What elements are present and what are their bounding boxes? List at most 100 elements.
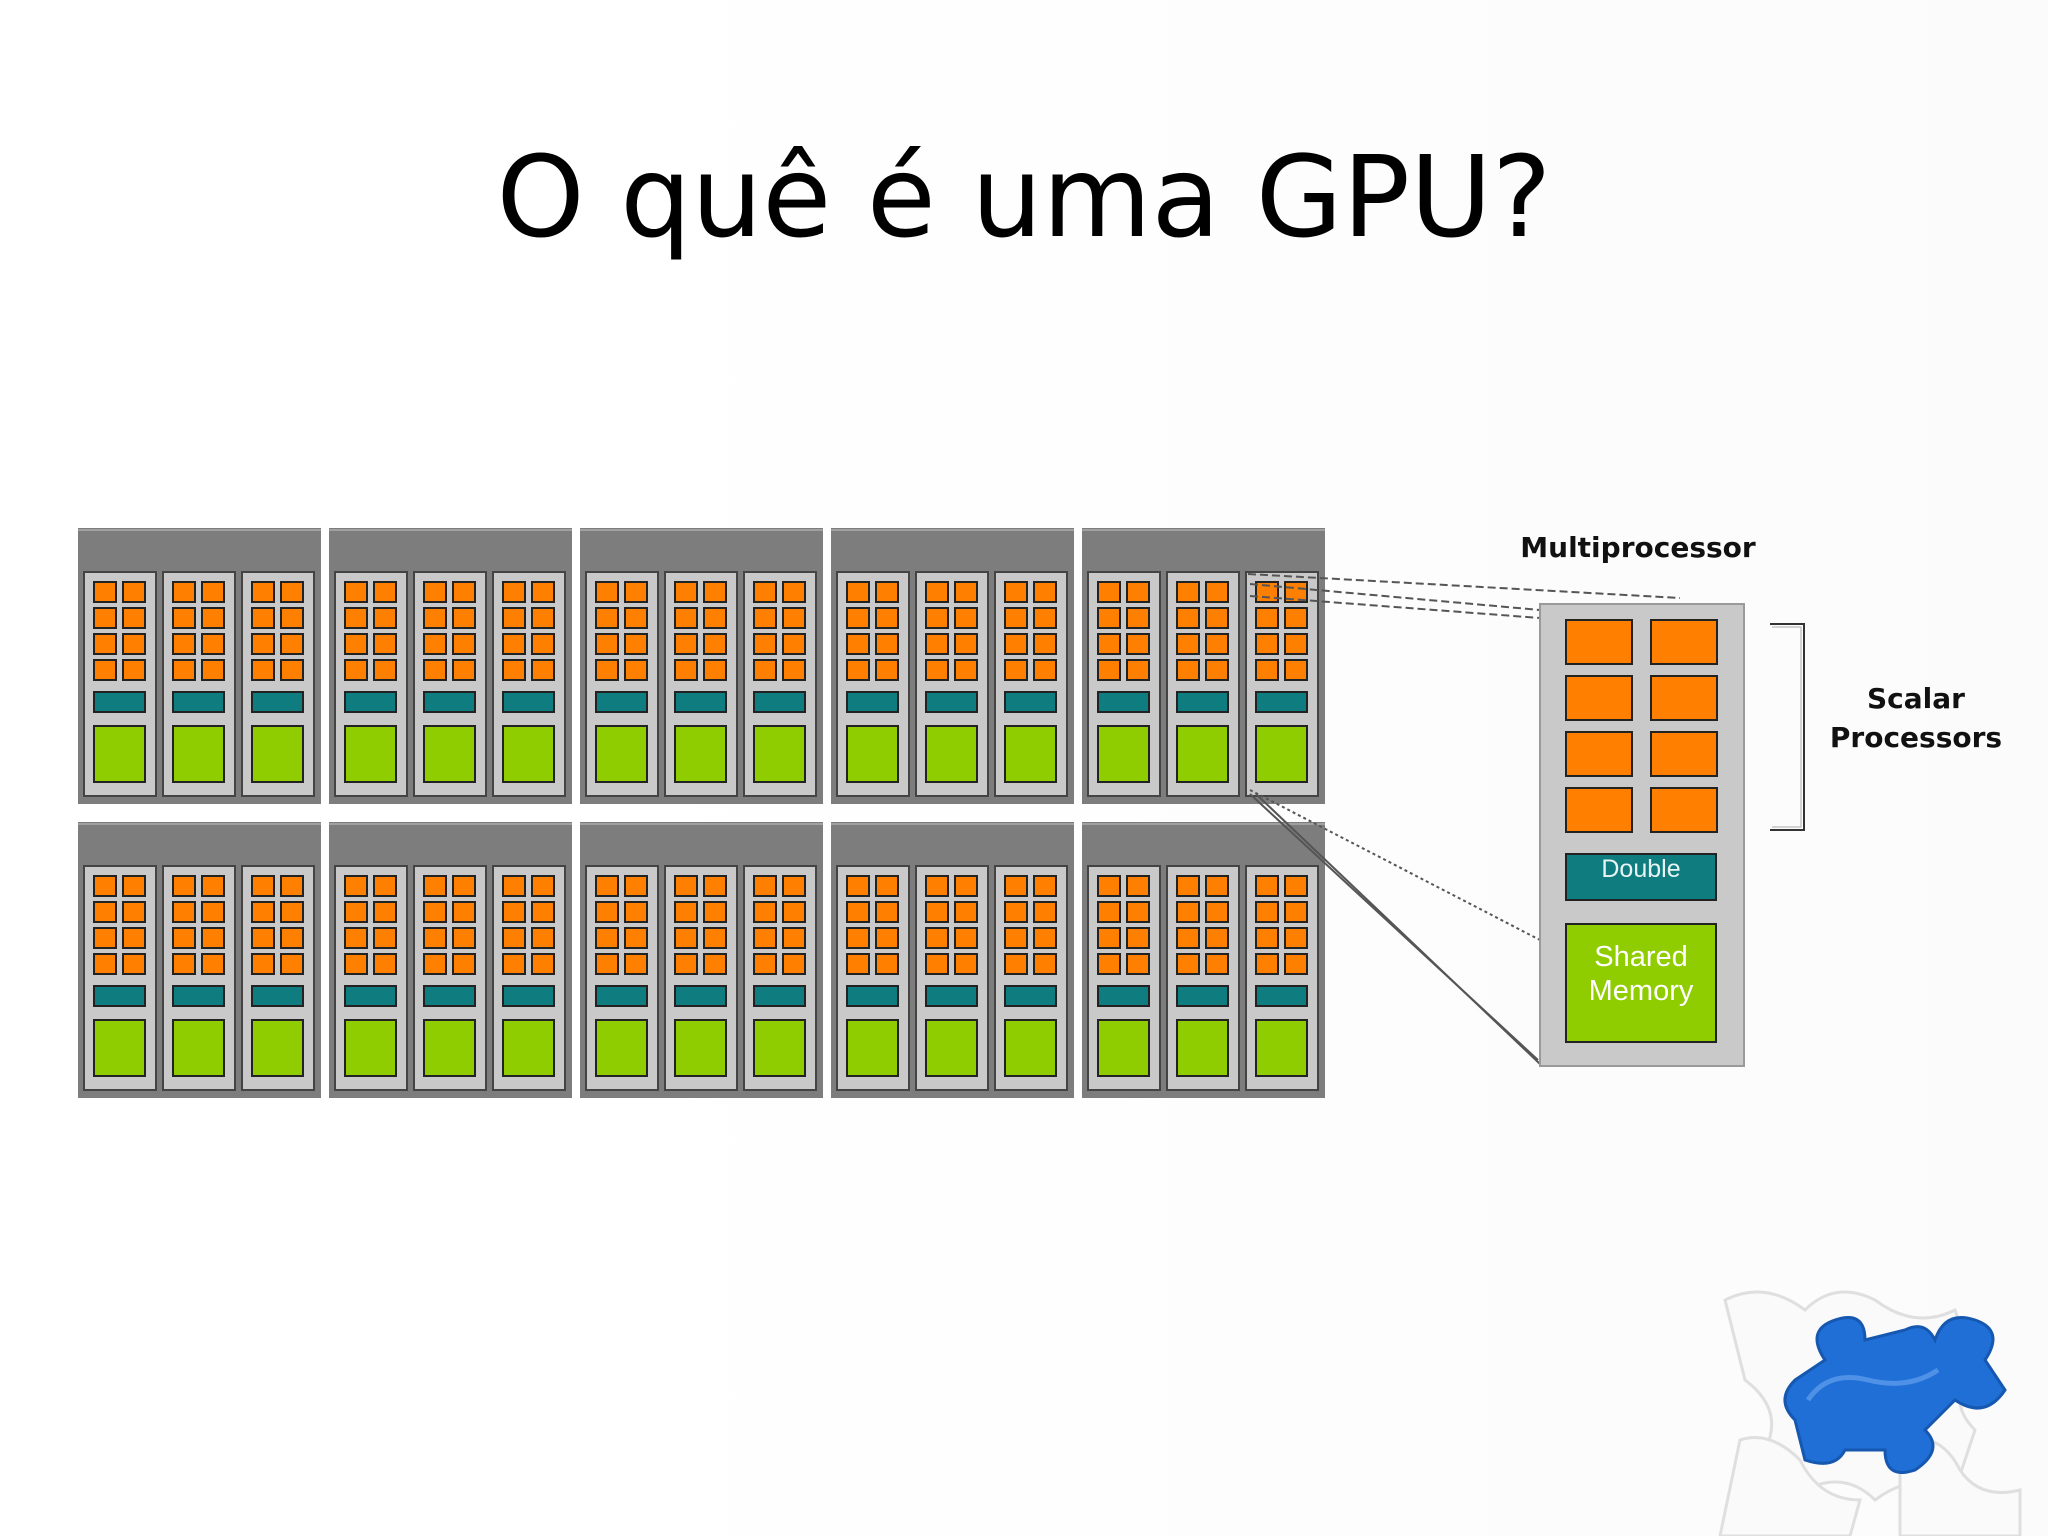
scalar-processor	[1033, 633, 1057, 655]
scalar-processor	[172, 633, 196, 655]
scalar-processor	[251, 581, 275, 603]
scalar-processor	[172, 953, 196, 975]
scalar-processor	[1255, 581, 1279, 603]
shared-memory	[502, 725, 555, 783]
scalar-processor	[201, 607, 225, 629]
scalar-processor	[280, 875, 304, 897]
shared-memory	[251, 725, 304, 783]
scalar-processor	[423, 581, 447, 603]
scalar-processor	[595, 659, 619, 681]
multiprocessor-grid	[78, 528, 1325, 1098]
scalar-processor	[502, 607, 526, 629]
scalar-bracket	[1770, 623, 1805, 831]
scalar-processor	[172, 581, 196, 603]
double-unit	[674, 691, 727, 713]
multiprocessor	[83, 865, 157, 1091]
scalar-processor	[344, 659, 368, 681]
scalar-processor	[1126, 659, 1150, 681]
scalar-processor	[624, 633, 648, 655]
double-unit	[423, 985, 476, 1007]
double-unit	[1255, 691, 1308, 713]
scalar-processor	[531, 607, 555, 629]
scalar-processor	[954, 901, 978, 923]
scalar-processor	[1284, 659, 1308, 681]
scalar-processor	[846, 953, 870, 975]
scalar-processor	[624, 659, 648, 681]
scalar-processor	[595, 953, 619, 975]
scalar-processor	[1004, 875, 1028, 897]
multiprocessor	[492, 865, 566, 1091]
scalar-processor	[753, 607, 777, 629]
scalar-processor	[122, 633, 146, 655]
multiprocessor	[994, 571, 1068, 797]
detail-scalar-processor	[1565, 619, 1633, 665]
scalar-processor	[280, 581, 304, 603]
multiprocessor	[743, 571, 817, 797]
shared-memory	[674, 1019, 727, 1077]
scalar-processor	[280, 659, 304, 681]
scalar-processor	[280, 633, 304, 655]
scalar-processor	[1126, 927, 1150, 949]
texture-processor-block	[580, 528, 823, 804]
scalar-processor	[93, 953, 117, 975]
shared-label-line1: Shared	[1594, 941, 1688, 973]
scalar-processor	[172, 927, 196, 949]
scalar-processor	[1004, 607, 1028, 629]
scalar-processor	[674, 901, 698, 923]
slide-title: O quê é uma GPU?	[496, 133, 1552, 263]
scalar-processor	[624, 901, 648, 923]
multiprocessor	[413, 865, 487, 1091]
scalar-processor	[122, 901, 146, 923]
scalar-processor	[251, 875, 275, 897]
scalar-processor	[1033, 953, 1057, 975]
scalar-processor	[875, 633, 899, 655]
shared-memory	[846, 1019, 899, 1077]
shared-memory	[925, 725, 978, 783]
scalar-processor	[1097, 659, 1121, 681]
scalar-processor	[1004, 953, 1028, 975]
scalar-processor	[595, 927, 619, 949]
multiprocessor	[241, 571, 315, 797]
scalar-processor	[423, 953, 447, 975]
scalar-processor	[1176, 607, 1200, 629]
scalar-processor	[875, 659, 899, 681]
scalar-processor	[1004, 581, 1028, 603]
scalar-processor	[703, 875, 727, 897]
scalar-processor	[846, 607, 870, 629]
scalar-processor	[624, 927, 648, 949]
scalar-processor	[674, 953, 698, 975]
scalar-processor	[423, 659, 447, 681]
scalar-processor	[502, 875, 526, 897]
scalar-processor	[373, 659, 397, 681]
scalar-processor	[703, 581, 727, 603]
scalar-processor	[344, 581, 368, 603]
multiprocessor	[1166, 865, 1240, 1091]
multiprocessor	[585, 571, 659, 797]
scalar-processor	[280, 927, 304, 949]
multiprocessor	[162, 865, 236, 1091]
scalar-processor	[782, 581, 806, 603]
scalar-processor	[93, 633, 117, 655]
texture-processor-block	[329, 528, 572, 804]
double-unit	[753, 691, 806, 713]
double-unit	[344, 985, 397, 1007]
scalar-processor	[1176, 927, 1200, 949]
scalar-processor	[502, 901, 526, 923]
texture-processor-block	[78, 528, 321, 804]
scalar-processor	[423, 927, 447, 949]
texture-processor-block	[580, 822, 823, 1098]
double-label: Double	[1601, 855, 1680, 883]
double-unit	[1176, 985, 1229, 1007]
scalar-processor	[925, 659, 949, 681]
scalar-processor	[373, 875, 397, 897]
scalar-processor	[875, 953, 899, 975]
scalar-processor	[344, 953, 368, 975]
scalar-processor	[1126, 901, 1150, 923]
multiprocessor	[334, 865, 408, 1091]
scalar-processor	[1176, 633, 1200, 655]
scalar-label-line2: Processors	[1830, 721, 2002, 754]
texture-processor-block	[1082, 822, 1325, 1098]
scalar-processor	[251, 607, 275, 629]
scalar-processor	[93, 927, 117, 949]
scalar-processor	[875, 927, 899, 949]
